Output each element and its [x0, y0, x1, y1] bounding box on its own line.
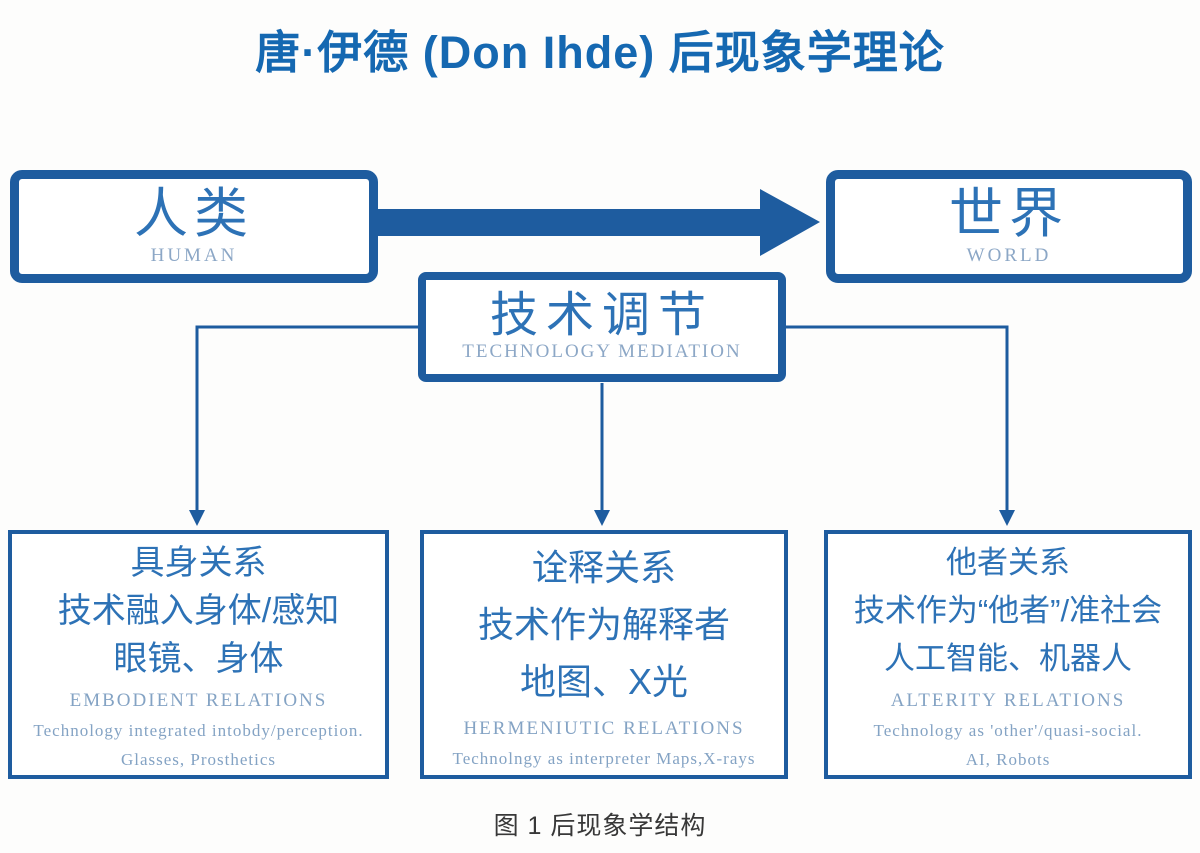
- world-label-zh: 世界: [949, 184, 1069, 245]
- human-to-world-arrow-icon: [378, 189, 820, 256]
- alterity-en-title: ALTERITY RELATIONS: [890, 690, 1126, 712]
- arrow-down-embodiment-icon: [189, 510, 205, 526]
- figure-caption: 图 1 后现象学结构: [493, 812, 707, 840]
- alterity-en-line: AI, Robots: [965, 750, 1051, 770]
- alterity-en-line: Technology as 'other'/quasi-social.: [873, 721, 1143, 741]
- embodiment-en-title: EMBODIENT RELATIONS: [69, 690, 328, 712]
- alterity-zh-line: 技术作为“他者”/准社会: [853, 592, 1163, 628]
- hermeneutic-en-title: HERMENIUTIC RELATIONS: [463, 717, 745, 739]
- arrow-down-alterity-icon: [999, 510, 1015, 526]
- human-node: 人类 HUMAN: [10, 170, 378, 283]
- hermeneutic-en-line: Technolngy as interpreter Maps,X-rays: [452, 748, 756, 768]
- alterity-zh-line: 人工智能、机器人: [884, 641, 1132, 677]
- hermeneutic-zh-line: 技术作为解释者: [477, 604, 730, 646]
- connector-embodiment-line: [195, 325, 418, 512]
- mediation-label-en: TECHNOLOGY MEDIATION: [462, 341, 742, 363]
- technology-mediation-node: 技术调节 TECHNOLOGY MEDIATION: [418, 272, 786, 382]
- hermeneutic-relations-node: 诠释关系 技术作为解释者 地图、X光 HERMENIUTIC RELATIONS…: [420, 530, 788, 779]
- world-label-en: WORLD: [966, 244, 1052, 266]
- alterity-zh-line: 他者关系: [946, 544, 1070, 580]
- hermeneutic-zh-line: 地图、X光: [519, 660, 688, 702]
- embodiment-en-line: Glasses, Prosthetics: [120, 750, 277, 770]
- embodiment-zh-line: 技术融入身体/感知: [57, 591, 340, 630]
- human-label-en: HUMAN: [150, 244, 238, 266]
- arrow-down-hermeneutic-icon: [594, 510, 610, 526]
- embodiment-relations-node: 具身关系 技术融入身体/感知 眼镜、身体 EMBODIENT RELATIONS…: [8, 530, 389, 779]
- embodiment-zh-line: 具身关系: [130, 543, 267, 582]
- world-node: 世界 WORLD: [826, 170, 1192, 283]
- hermeneutic-zh-line: 诠释关系: [531, 547, 676, 589]
- human-label-zh: 人类: [134, 184, 254, 245]
- embodiment-en-line: Technology integrated intobdy/perception…: [33, 721, 364, 741]
- embodiment-zh-line: 眼镜、身体: [113, 640, 284, 679]
- diagram-title: 唐·伊德 (Don Ihde) 后现象学理论: [255, 27, 945, 78]
- connector-alterity-line: [786, 325, 1009, 512]
- mediation-label-zh: 技术调节: [489, 288, 714, 342]
- alterity-relations-node: 他者关系 技术作为“他者”/准社会 人工智能、机器人 ALTERITY RELA…: [824, 530, 1192, 779]
